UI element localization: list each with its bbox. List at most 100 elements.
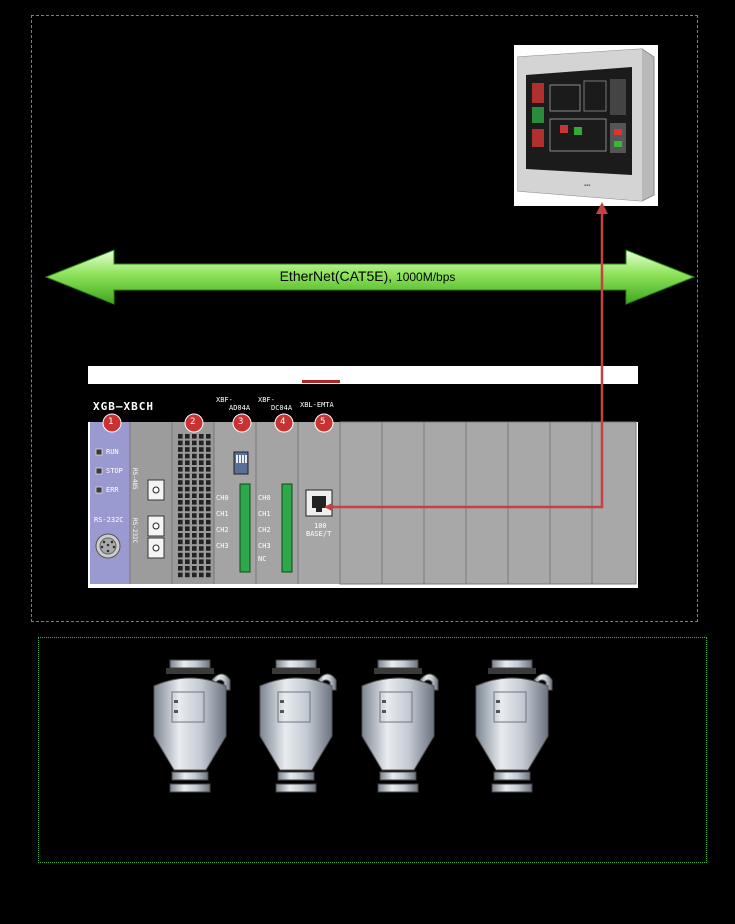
io-pin (192, 467, 197, 472)
io-pin (206, 467, 211, 472)
io-pin (178, 447, 183, 452)
io-pin (185, 572, 190, 578)
io-pin (192, 572, 197, 578)
led-label: STOP (106, 467, 123, 475)
module-badge: 2 (190, 417, 196, 427)
io-pin (192, 480, 197, 485)
io-pin (206, 440, 211, 446)
module-name: DC04A (271, 404, 293, 412)
io-pin (185, 440, 190, 446)
io-pin (178, 513, 183, 518)
io-pin (178, 434, 183, 439)
module-badge: 4 (280, 417, 286, 427)
io-pin (178, 539, 183, 545)
io-pin (206, 539, 211, 545)
io-pin (192, 539, 197, 545)
silo-group (153, 659, 553, 793)
led-label: ERR (106, 486, 119, 494)
io-pin (192, 486, 197, 492)
io-pin (199, 539, 204, 545)
network-type: EtherNet(CAT5E), (279, 268, 393, 284)
io-pin (185, 473, 190, 479)
ethernet-port-label: 100 (314, 522, 327, 530)
io-pin (178, 440, 183, 446)
io-pin (199, 486, 204, 492)
module-name: AD04A (229, 404, 251, 412)
field-equipment-frame (38, 637, 707, 863)
ethernet-port-label: BASE/T (306, 530, 332, 538)
io-pin (192, 460, 197, 465)
silo-icon (153, 659, 231, 793)
module-name: XBL-EMTA (300, 401, 334, 409)
io-pin (178, 453, 183, 459)
io-pin (192, 546, 197, 551)
io-pin (199, 467, 204, 472)
io-pin (192, 473, 197, 479)
module-badge: 5 (320, 417, 326, 427)
io-pin (206, 473, 211, 479)
io-pin (192, 453, 197, 459)
io-pin (199, 513, 204, 518)
io-pin (185, 526, 190, 531)
io-pin (192, 519, 197, 525)
io-pin (178, 546, 183, 551)
io-pin (178, 500, 183, 505)
io-pin (206, 519, 211, 525)
io-pin (178, 572, 183, 578)
io-pin (185, 467, 190, 472)
network-speed: 1000M/bps (396, 270, 456, 284)
led-label: RUN (106, 448, 119, 456)
io-pin (178, 552, 183, 558)
io-pin (199, 566, 204, 571)
io-pin (199, 552, 204, 558)
io-pin (199, 559, 204, 564)
io-pin (192, 447, 197, 452)
cpu-model-name: XGB—XBCH (93, 400, 154, 413)
io-pin (178, 486, 183, 492)
rs485-label: RS-485 (131, 468, 138, 490)
io-pin (206, 513, 211, 518)
io-pin (206, 500, 211, 505)
io-pin (185, 434, 190, 439)
io-pin (199, 493, 204, 498)
io-pin (185, 500, 190, 505)
io-pin (206, 493, 211, 498)
io-pin (185, 480, 190, 485)
io-pin (185, 552, 190, 558)
control-system-frame (31, 15, 698, 622)
io-pin (185, 447, 190, 452)
io-pin (192, 434, 197, 439)
io-pin (178, 566, 183, 571)
io-pin (178, 533, 183, 538)
io-pin (185, 559, 190, 564)
io-pin (192, 513, 197, 518)
io-pin (178, 460, 183, 465)
io-pin (192, 566, 197, 571)
io-pin (178, 526, 183, 531)
io-pin (185, 513, 190, 518)
io-pin (206, 480, 211, 485)
silo-icon (361, 659, 439, 793)
module-badge: 1 (108, 417, 114, 427)
rs232-port-label: RS-232C (131, 518, 138, 544)
io-pin (199, 480, 204, 485)
ethernet-label: EtherNet(CAT5E), 1000M/bps (0, 268, 735, 284)
io-pin (185, 453, 190, 459)
io-pin (192, 559, 197, 564)
plc-rack (88, 366, 638, 588)
io-pin (185, 519, 190, 525)
io-pin (185, 566, 190, 571)
io-pin (192, 440, 197, 446)
io-pin (185, 506, 190, 512)
io-pin (206, 526, 211, 531)
io-pin (185, 486, 190, 492)
io-pin (192, 533, 197, 538)
io-pin (178, 493, 183, 498)
io-pin (199, 440, 204, 446)
io-pin (206, 486, 211, 492)
silo-icon (475, 659, 553, 793)
io-pin (206, 559, 211, 564)
io-pin (178, 559, 183, 564)
io-pin (192, 552, 197, 558)
